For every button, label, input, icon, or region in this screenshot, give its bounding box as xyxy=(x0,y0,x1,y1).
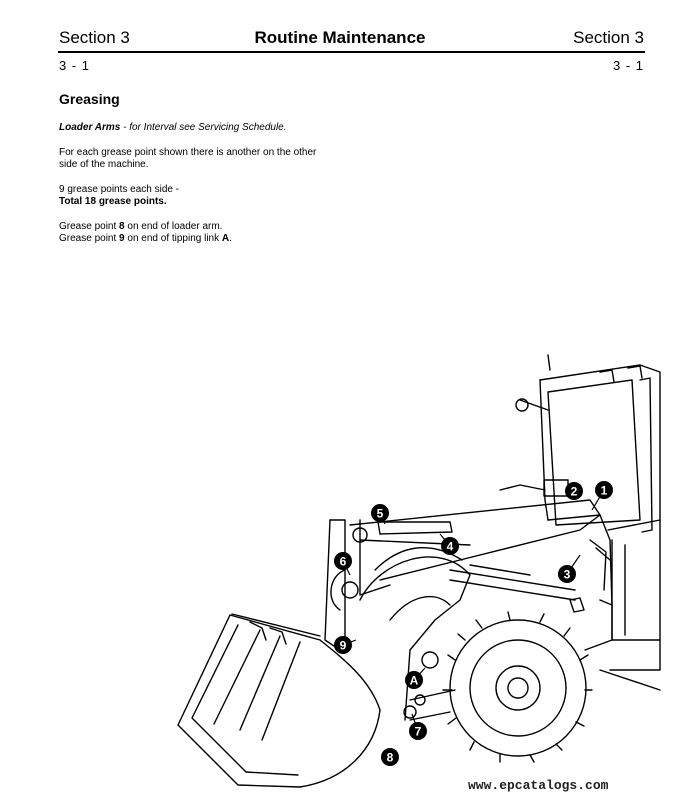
count-total: Total 18 grease points. xyxy=(59,196,167,207)
callout-1: 1 xyxy=(591,481,613,511)
svg-text:6: 6 xyxy=(340,555,347,569)
callout-group: 1 2 3 4 5 6 7 xyxy=(334,481,613,766)
svg-text:5: 5 xyxy=(377,507,384,521)
watermark: www.epcatalogs.com xyxy=(468,778,609,793)
loader-arms-paragraph: Loader Arms - for Interval see Servicing… xyxy=(59,122,359,134)
svg-text:3: 3 xyxy=(564,568,571,582)
header-rule xyxy=(58,51,645,53)
grease-point-note: For each grease point shown there is ano… xyxy=(59,147,359,171)
callout-a: A xyxy=(405,667,426,689)
page-number-right: 3 - 1 xyxy=(612,58,644,73)
header-section-right: Section 3 xyxy=(573,28,644,47)
callout-8: 8 xyxy=(381,748,399,766)
page-title: Routine Maintenance xyxy=(254,28,426,47)
callout-6: 6 xyxy=(334,552,352,576)
loader-arms-label: Loader Arms xyxy=(59,122,121,133)
callout-7: 7 xyxy=(409,713,427,740)
note-line-2: side of the machine. xyxy=(59,159,149,170)
callout-2: 2 xyxy=(565,482,583,500)
note-line-1: For each grease point shown there is ano… xyxy=(59,147,317,158)
grease-count: 9 grease points each side - Total 18 gre… xyxy=(59,184,359,208)
page-number-left: 3 - 1 xyxy=(59,58,91,73)
callout-4: 4 xyxy=(439,533,459,555)
svg-text:2: 2 xyxy=(571,485,578,499)
grease-point-9-line: Grease point 9 on end of tipping link A. xyxy=(59,233,232,244)
grease-point-8-line: Grease point 8 on end of loader arm. xyxy=(59,221,223,232)
svg-text:1: 1 xyxy=(601,484,608,498)
loader-illustration: 1 2 3 4 5 6 7 xyxy=(177,354,661,788)
interval-note: - for Interval see Servicing Schedule. xyxy=(120,122,287,133)
callout-9: 9 xyxy=(334,636,357,654)
svg-text:4: 4 xyxy=(447,540,454,554)
section-heading: Greasing xyxy=(59,91,120,107)
svg-text:A: A xyxy=(410,674,419,688)
grease-point-descriptions: Grease point 8 on end of loader arm. Gre… xyxy=(59,221,359,245)
svg-text:8: 8 xyxy=(387,751,394,765)
svg-text:7: 7 xyxy=(415,725,422,739)
svg-text:9: 9 xyxy=(340,639,347,653)
callout-3: 3 xyxy=(558,554,581,583)
header-section-left: Section 3 xyxy=(59,28,130,47)
count-line-1: 9 grease points each side - xyxy=(59,184,180,195)
callout-5: 5 xyxy=(371,504,389,525)
